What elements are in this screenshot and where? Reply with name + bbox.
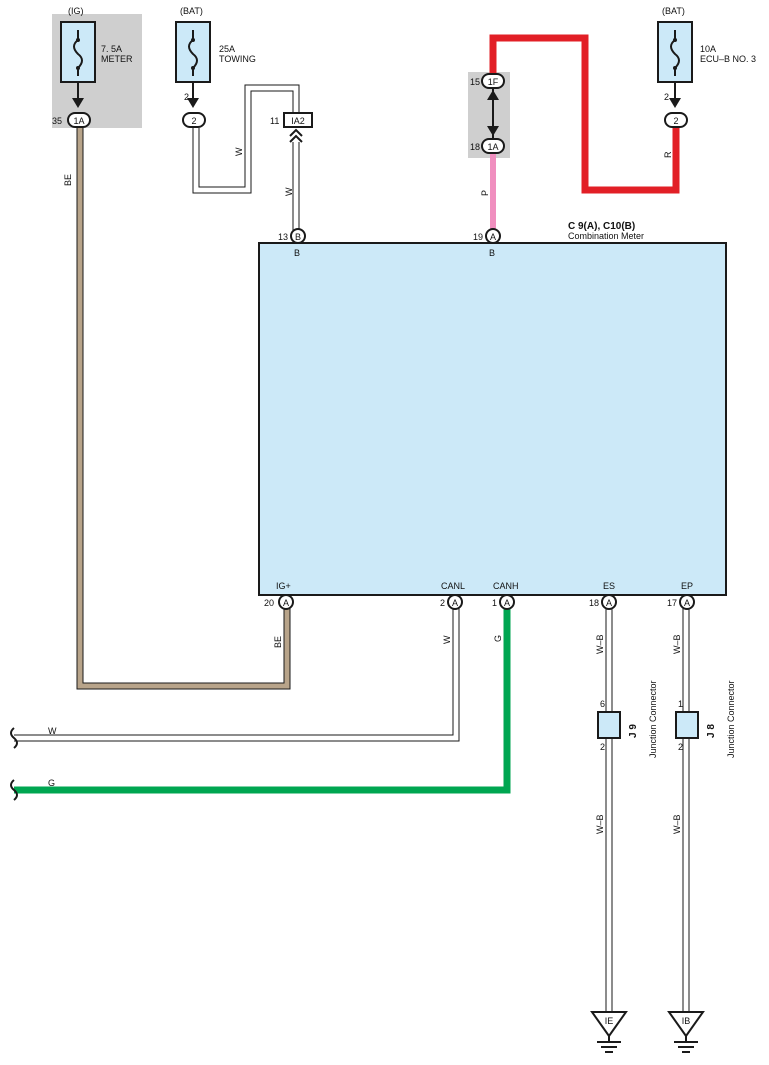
wire-r bbox=[489, 34, 680, 194]
meter-pin-1-label: CANH bbox=[493, 581, 519, 591]
wire-be bbox=[76, 128, 291, 690]
fuse-ecu-b-source: (BAT) bbox=[662, 6, 685, 16]
meter-pin-1-num: 1 bbox=[492, 598, 497, 608]
connector-ia2: IA2 bbox=[283, 112, 313, 143]
connector-1f: 1F bbox=[481, 73, 505, 89]
svg-text:IE: IE bbox=[605, 1016, 614, 1026]
fuse-meter-source: (IG) bbox=[68, 6, 84, 16]
meter-pin-18-label: ES bbox=[603, 581, 615, 591]
label-w-towing-b: W bbox=[284, 187, 294, 196]
connector-1a-pin: 35 bbox=[52, 116, 62, 126]
label-wb-es-bottom: W–B bbox=[595, 814, 605, 834]
label-wb-es-top: W–B bbox=[595, 634, 605, 654]
ground-ie: IE bbox=[590, 1011, 628, 1053]
connector-2-ecu-b: 2 bbox=[664, 112, 688, 128]
junction-j9-pin-bottom: 2 bbox=[600, 742, 605, 752]
junction-j8 bbox=[675, 711, 699, 739]
connector-1a-meter: 1A bbox=[67, 112, 91, 128]
meter-pin-19: A bbox=[485, 228, 501, 244]
svg-text:A: A bbox=[452, 598, 458, 608]
meter-ref: C 9(A), C10(B) bbox=[568, 221, 635, 232]
meter-pin-1: A bbox=[499, 594, 515, 610]
meter-pin-2: A bbox=[447, 594, 463, 610]
label-wb-ep-bottom: W–B bbox=[672, 814, 682, 834]
fuse-meter-name: METER bbox=[101, 54, 133, 64]
svg-text:1A: 1A bbox=[487, 142, 498, 152]
label-w-towing-a: W bbox=[234, 147, 244, 156]
meter-pin-19-num: 19 bbox=[473, 232, 483, 242]
wire-g-canh bbox=[14, 604, 511, 794]
label-g-canh: G bbox=[493, 635, 503, 642]
fuse-towing bbox=[175, 21, 211, 108]
ground-ib: IB bbox=[667, 1011, 705, 1053]
wire-break-w bbox=[10, 727, 18, 749]
connector-ia2-pin: 11 bbox=[270, 116, 279, 126]
connector-1f-pin: 15 bbox=[470, 77, 480, 87]
meter-pin-2-label: CANL bbox=[441, 581, 465, 591]
svg-text:B: B bbox=[295, 232, 301, 242]
meter-pin-19-label: B bbox=[489, 248, 495, 258]
connector-towing-pin: 2 bbox=[184, 92, 189, 102]
connector-ecu-b-pin: 2 bbox=[664, 92, 669, 102]
junction-j8-name: Junction Connector bbox=[726, 680, 736, 758]
meter-name: Combination Meter bbox=[568, 231, 644, 241]
junction-j9-name: Junction Connector bbox=[648, 680, 658, 758]
label-wb-ep-top: W–B bbox=[672, 634, 682, 654]
label-be-top: BE bbox=[63, 174, 73, 186]
junction-j8-pin-bottom: 2 bbox=[678, 742, 683, 752]
svg-text:1F: 1F bbox=[488, 77, 499, 87]
junction-j8-id: J 8 bbox=[706, 724, 717, 738]
label-w-left: W bbox=[48, 726, 57, 736]
svg-text:A: A bbox=[504, 598, 510, 608]
svg-text:IA2: IA2 bbox=[291, 116, 305, 126]
svg-text:A: A bbox=[490, 232, 496, 242]
junction-j9-id: J 9 bbox=[628, 724, 639, 738]
wire-break-g bbox=[10, 779, 18, 801]
meter-pin-17-num: 17 bbox=[667, 598, 677, 608]
connector-2-towing: 2 bbox=[182, 112, 206, 128]
svg-text:A: A bbox=[606, 598, 612, 608]
fuse-ecu-b-name: ECU–B NO. 3 bbox=[700, 54, 756, 64]
svg-text:2: 2 bbox=[191, 116, 196, 126]
label-be-bottom: BE bbox=[273, 636, 283, 648]
combination-meter-box bbox=[258, 242, 727, 596]
fuse-meter bbox=[60, 21, 96, 108]
connector-1a-inline-pin: 18 bbox=[470, 142, 480, 152]
meter-pin-13: B bbox=[290, 228, 306, 244]
meter-pin-17-label: EP bbox=[681, 581, 693, 591]
meter-pin-20: A bbox=[278, 594, 294, 610]
connector-1a-inline: 1A bbox=[481, 138, 505, 154]
meter-pin-18: A bbox=[601, 594, 617, 610]
label-r: R bbox=[663, 151, 673, 158]
junction-j9 bbox=[597, 711, 621, 739]
label-w-canl: W bbox=[442, 635, 452, 644]
label-g-left: G bbox=[48, 778, 55, 788]
meter-pin-18-num: 18 bbox=[589, 598, 599, 608]
svg-text:1A: 1A bbox=[73, 116, 84, 126]
fuse-towing-rating: 25A bbox=[219, 44, 235, 54]
fuse-meter-rating: 7. 5A bbox=[101, 44, 122, 54]
label-p: P bbox=[480, 190, 490, 196]
junction-j9-pin-top: 6 bbox=[600, 699, 605, 709]
junction-j8-pin-top: 1 bbox=[678, 699, 683, 709]
meter-pin-13-num: 13 bbox=[278, 232, 288, 242]
fuse-ecu-b-rating: 10A bbox=[700, 44, 716, 54]
fuse-ecu-b bbox=[657, 21, 693, 108]
svg-text:2: 2 bbox=[673, 116, 678, 126]
fuse-towing-source: (BAT) bbox=[180, 6, 203, 16]
meter-pin-17: A bbox=[679, 594, 695, 610]
meter-pin-13-label: B bbox=[294, 248, 300, 258]
svg-text:A: A bbox=[283, 598, 289, 608]
fuse-towing-name: TOWING bbox=[219, 54, 256, 64]
meter-pin-20-num: 20 bbox=[264, 598, 274, 608]
meter-pin-20-label: IG+ bbox=[276, 581, 291, 591]
svg-text:A: A bbox=[684, 598, 690, 608]
meter-pin-2-num: 2 bbox=[440, 598, 445, 608]
svg-text:IB: IB bbox=[682, 1016, 691, 1026]
